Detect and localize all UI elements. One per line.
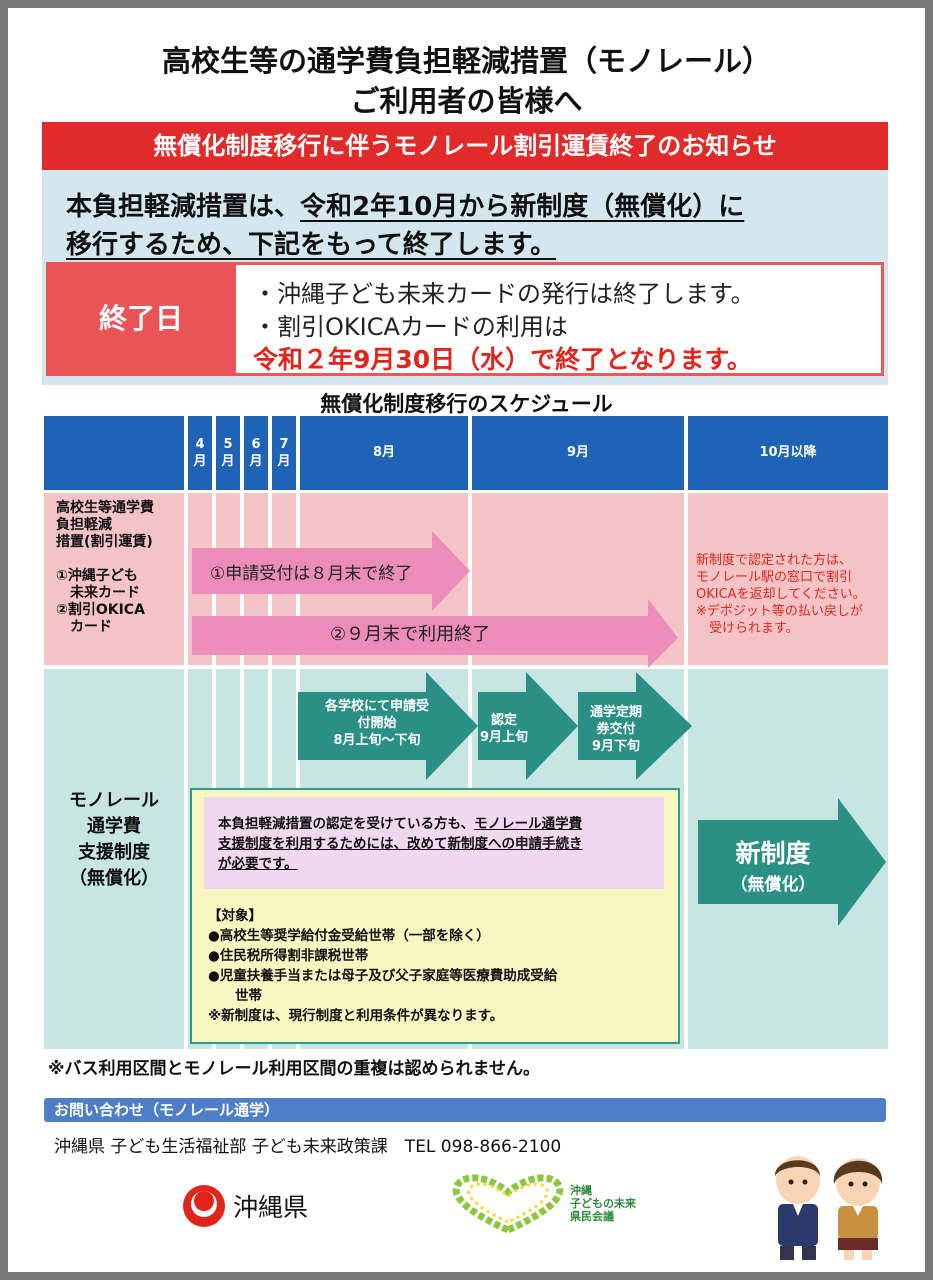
page-title-line2: ご利用者の皆様へ: [350, 84, 583, 118]
notice-page: 高校生等の通学費負担軽減措置（モノレール） ご利用者の皆様へ 無償化制度移行に伴…: [8, 8, 925, 1272]
contact-heading: お問い合わせ（モノレール通学）: [44, 1098, 886, 1122]
end-notice-line3: 令和２年9月30日（水）で終了となります。: [253, 345, 752, 374]
eligibility-item: ●高校生等奨学給付金受給世帯（一部を除く）: [208, 928, 490, 944]
eligibility-list: 【対象】 ●高校生等奨学給付金受給世帯（一部を除く） ●住民税所得割非課税世帯 …: [208, 906, 557, 1026]
new-system-arrow: [698, 798, 886, 926]
end-notice-line2: ・割引OKICAカードの利用は: [253, 313, 568, 341]
reapply-notice-text: 本負担軽減措置の認定を受けている方も、モノレール通学費 支援制度を利用するために…: [218, 816, 583, 872]
main-message: 本負担軽減措置は、令和2年10月から新制度（無償化）に 移行するため、下記をもっ…: [66, 188, 744, 264]
row-free-step-arrows: [298, 672, 692, 780]
arrow-application-end: [192, 531, 470, 611]
students-illustration-icon: [774, 1156, 883, 1260]
new-system-label: 新制度: [735, 839, 811, 868]
okinawa-prefecture-logo-icon: [183, 1185, 225, 1227]
row-discount-label: 高校生等通学費 負担軽減 措置(割引運賃) ①沖縄子ども 未来カード ②割引OK…: [56, 500, 154, 635]
row-discount-arrows: [192, 531, 678, 668]
header-blank-cell: [44, 416, 184, 490]
arrow-usage-end: [192, 599, 678, 668]
step-certification-text: 認定 9月上旬: [479, 713, 529, 745]
contact-text: 沖縄県 子ども生活福祉部 子ども未来政策課 TEL 098-866-2100: [54, 1137, 562, 1157]
arrow-application-start: [298, 672, 478, 780]
notice-banner: 無償化制度移行に伴うモノレール割引運賃終了のお知らせ: [42, 122, 888, 170]
step-application-start-text: 各学校にて申請受 付開始 8月上旬～下旬: [324, 699, 429, 748]
heart-wreath-logo-icon: [452, 1174, 564, 1234]
eligibility-item: 世帯: [208, 988, 262, 1004]
okica-return-note: 新制度で認定された方は、 モノレール駅の窓口で割引 OKICAを返却してください…: [696, 553, 866, 636]
council-name: 沖縄 子どもの未来 県民会議: [570, 1184, 636, 1223]
main-message-line2: 移行するため、下記をもって終了します。: [66, 230, 557, 260]
eligibility-item: ●児童扶養手当または母子及び父子家庭等医療費助成受給: [208, 968, 558, 984]
main-message-part2: 令和2年10月から新制度（無償化）に: [300, 192, 745, 222]
step-pass-issue-text: 通学定期 券交付 9月下旬: [589, 705, 642, 754]
eligibility-note: ※新制度は、現行制度と利用条件が異なります。: [208, 1008, 504, 1024]
end-notice-line1: ・沖縄子ども未来カードの発行は終了します。: [253, 280, 755, 308]
header-month-august: 8月: [300, 416, 468, 490]
arrow-usage-end-text: ②９月末で利用終了: [330, 624, 491, 645]
arrow-pass-issue: [578, 672, 692, 780]
schedule-heading: 無償化制度移行のスケジュール: [320, 392, 613, 416]
row-free-label: モノレール 通学費 支援制度 （無償化）: [69, 790, 159, 889]
overlap-note: ※バス利用区間とモノレール利用区間の重複は認められません。: [48, 1059, 541, 1079]
eligibility-title: 【対象】: [208, 908, 262, 924]
page-title-line1: 高校生等の通学費負担軽減措置（モノレール）: [161, 44, 771, 78]
header-october-onward: 10月以降: [688, 416, 888, 490]
end-date-label: 終了日: [46, 262, 236, 376]
main-message-part1: 本負担軽減措置は、: [66, 192, 301, 222]
arrow-certification: [478, 672, 578, 780]
prefecture-name: 沖縄県: [233, 1193, 309, 1222]
eligibility-item: ●住民税所得割非課税世帯: [208, 948, 369, 964]
new-system-sublabel: （無償化）: [730, 875, 816, 895]
header-month-september: 9月: [472, 416, 684, 490]
arrow-application-end-text: ①申請受付は８月末で終了: [210, 564, 413, 584]
reapply-notice-box: [204, 797, 664, 889]
